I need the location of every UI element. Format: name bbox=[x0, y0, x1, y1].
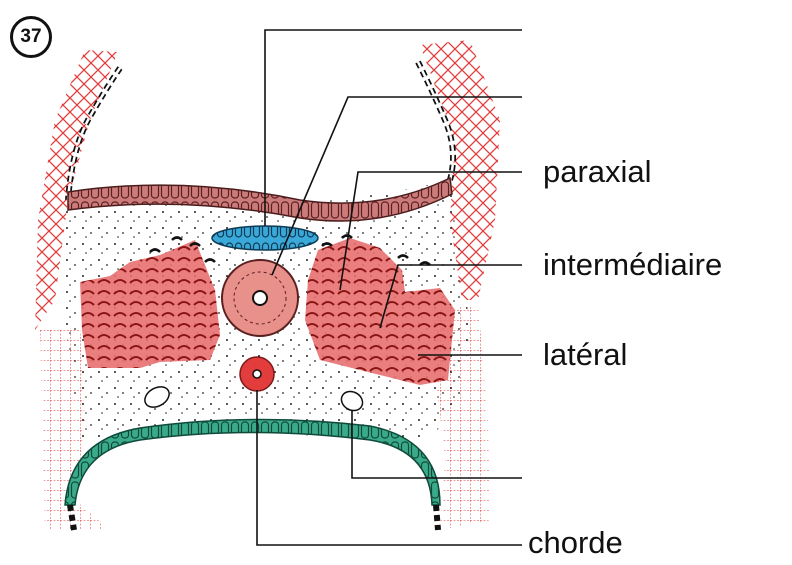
figure-number-badge: 37 bbox=[10, 16, 52, 58]
label-paraxial: paraxial bbox=[543, 156, 652, 187]
label-intermediaire: intermédiaire bbox=[543, 249, 722, 280]
neural-tube bbox=[222, 260, 298, 336]
label-lateral: latéral bbox=[543, 339, 627, 370]
label-chorde: chorde bbox=[528, 527, 623, 558]
notochord bbox=[240, 357, 274, 391]
blue-structure bbox=[212, 226, 318, 250]
endoderm-band bbox=[65, 419, 440, 505]
